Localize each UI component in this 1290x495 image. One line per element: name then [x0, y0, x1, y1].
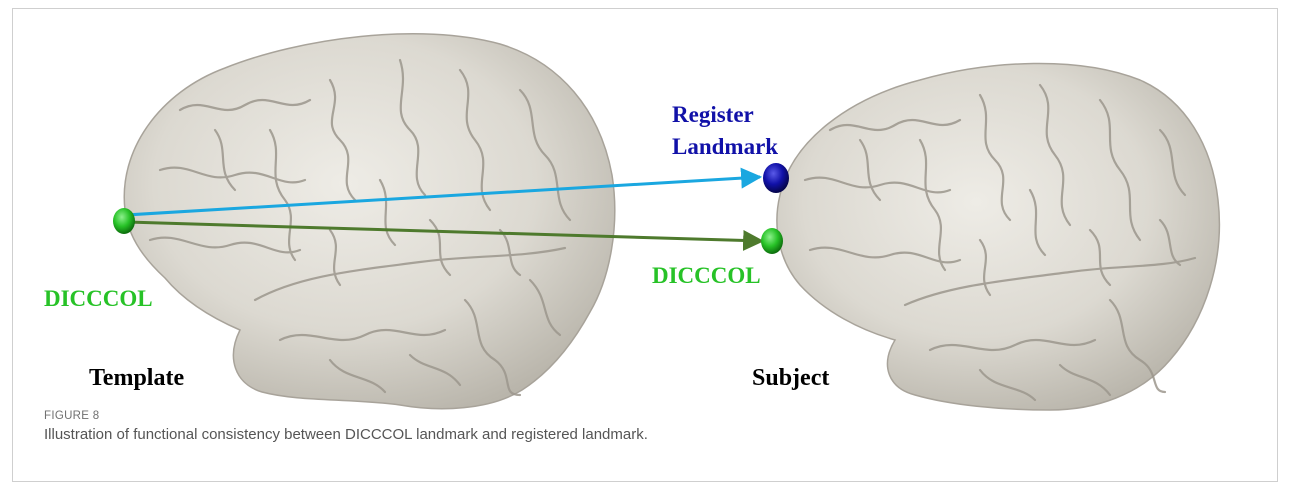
template-label: Template — [89, 365, 184, 391]
subject-dicccol-label: DICCCOL — [652, 263, 761, 288]
figure-caption: Illustration of functional consistency b… — [44, 426, 648, 443]
template-dicccol-landmark — [113, 208, 135, 234]
template-brain — [124, 34, 615, 409]
subject-brain — [777, 63, 1219, 410]
register-landmark-label-line1: Register — [672, 102, 754, 127]
template-dicccol-label: DICCCOL — [44, 286, 153, 311]
subject-dicccol-landmark — [761, 228, 783, 254]
register-landmark-label-line2: Landmark — [672, 134, 778, 159]
register-landmark — [763, 163, 789, 193]
figure-number: FIGURE 8 — [44, 410, 99, 422]
subject-label: Subject — [752, 365, 829, 391]
